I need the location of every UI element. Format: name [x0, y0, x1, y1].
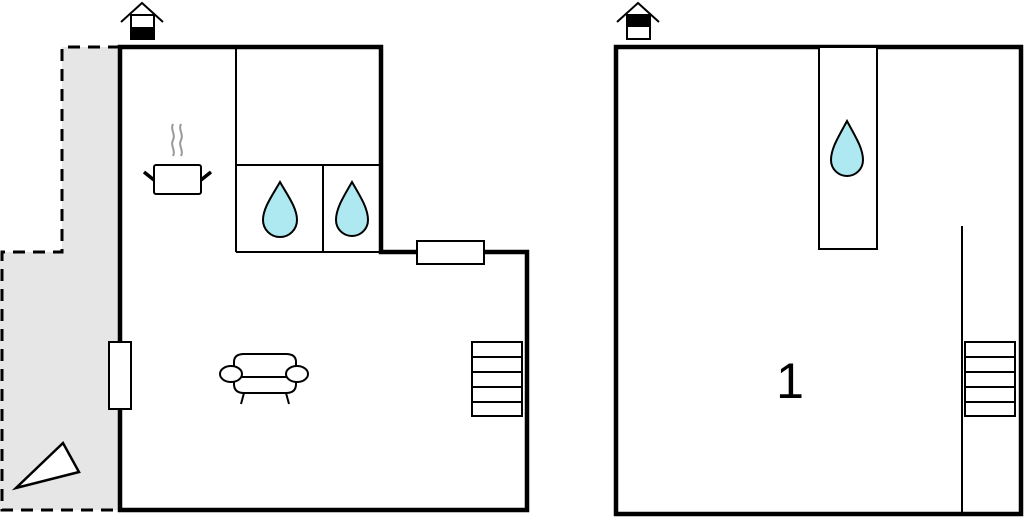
upper-floor-house-icon [616, 1, 660, 40]
sofa-icon [219, 353, 309, 405]
bathroom-walls [235, 47, 381, 253]
terrace [0, 45, 120, 512]
water-drop-icon [334, 179, 370, 237]
water-drop-icon [829, 118, 865, 177]
stairs-icon [964, 341, 1016, 417]
room-number-label: 1 [776, 353, 804, 409]
water-drop-icon [261, 179, 299, 238]
window-icon [108, 341, 132, 410]
window-icon [416, 240, 485, 265]
kitchen-pot-icon [142, 123, 213, 195]
entrance-house-icon [120, 1, 164, 40]
ground-floor-walls [117, 44, 530, 513]
terrace-compass-icon [11, 440, 81, 491]
stairs-icon [471, 341, 523, 417]
